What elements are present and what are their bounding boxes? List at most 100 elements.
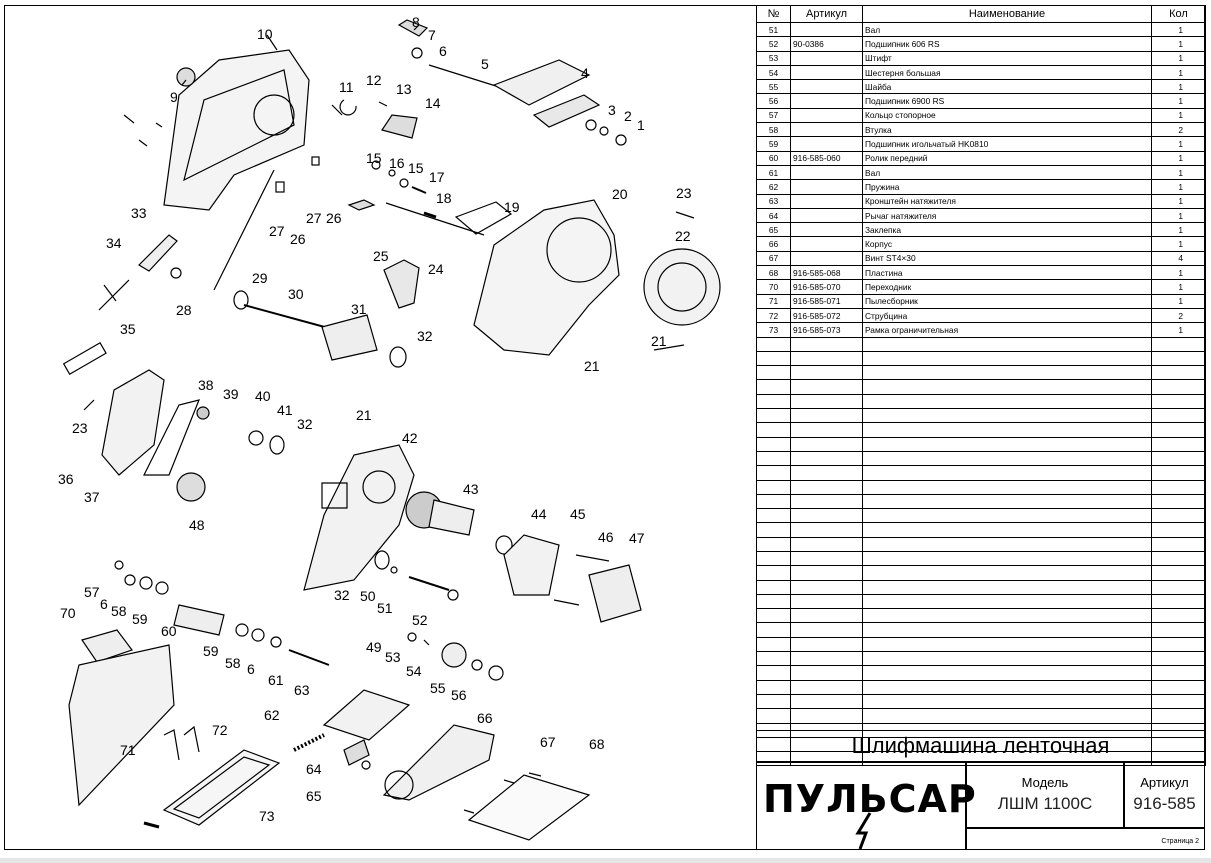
table-cell-qty: 1 <box>1151 207 1206 224</box>
table-cell-name: Ролик передний <box>862 150 1152 166</box>
callout-label: 1 <box>637 117 645 133</box>
table-cell-article <box>790 651 863 667</box>
table-row <box>756 536 1206 552</box>
table-row <box>756 693 1206 710</box>
callout-label: 24 <box>428 261 444 277</box>
table-cell-qty: 1 <box>1151 50 1206 66</box>
callout-label: 21 <box>356 407 372 423</box>
table-cell-name: Пластина <box>862 265 1152 281</box>
table-cell-name: Шайба <box>862 79 1152 95</box>
callout-label: 26 <box>290 231 306 247</box>
table-cell-article <box>790 608 863 624</box>
callout-label: 17 <box>429 169 445 185</box>
table-cell-qty <box>1151 422 1206 438</box>
table-cell-qty: 1 <box>1151 193 1206 209</box>
table-cell-name: Рычаг натяжителя <box>862 207 1152 224</box>
table-cell-article <box>790 250 863 267</box>
table-cell-article <box>790 436 863 452</box>
table-cell-qty <box>1151 365 1206 381</box>
callout-label: 6 <box>100 596 108 612</box>
table-cell-no <box>756 579 791 595</box>
table-cell-qty: 1 <box>1151 79 1206 95</box>
table-cell-article <box>790 522 863 538</box>
table-cell-qty <box>1151 608 1206 624</box>
table-cell-name: Подшипник игольчатый HK0810 <box>862 136 1152 152</box>
table-cell-name: Вал <box>862 164 1152 181</box>
table-cell-qty <box>1151 393 1206 410</box>
table-cell-name: Подшипник 606 RS <box>862 36 1152 52</box>
lightning-mark <box>855 812 872 850</box>
callout-label: 41 <box>277 402 293 418</box>
table-cell-qty: 1 <box>1151 36 1206 52</box>
table-cell-article <box>790 508 863 524</box>
callout-label: 56 <box>451 687 467 703</box>
table-cell-article <box>790 193 863 209</box>
table-cell-no <box>756 336 791 352</box>
table-cell-no: 70 <box>756 279 791 295</box>
col-header-name: Наименование <box>862 5 1152 23</box>
callout-label: 66 <box>477 710 493 726</box>
table-cell-name <box>862 708 1152 724</box>
table-cell-qty <box>1151 336 1206 352</box>
table-cell-no <box>756 436 791 452</box>
article-caption: Артикул <box>1140 775 1189 790</box>
table-cell-no <box>756 622 791 638</box>
callout-label: 40 <box>255 388 271 404</box>
table-cell-name: Винт ST4×30 <box>862 250 1152 267</box>
table-cell-name <box>862 636 1152 653</box>
table-cell-qty <box>1151 508 1206 524</box>
callout-label: 29 <box>252 270 268 286</box>
table-cell-article <box>790 622 863 638</box>
table-cell-name: Корпус <box>862 236 1152 252</box>
table-cell-name <box>862 550 1152 567</box>
table-cell-qty <box>1151 636 1206 653</box>
page-bottom-strip <box>0 858 1211 863</box>
table-cell-no: 63 <box>756 193 791 209</box>
table-cell-article <box>790 479 863 495</box>
callout-label: 49 <box>366 639 382 655</box>
table-cell-name: Пружина <box>862 179 1152 195</box>
table-cell-qty: 1 <box>1151 236 1206 252</box>
callout-label: 36 <box>58 471 74 487</box>
callout-label: 32 <box>334 587 350 603</box>
callout-label: 73 <box>259 808 275 824</box>
table-cell-qty <box>1151 579 1206 595</box>
table-cell-no: 59 <box>756 136 791 152</box>
table-cell-no: 65 <box>756 222 791 238</box>
table-cell-qty: 1 <box>1151 222 1206 238</box>
callout-label: 70 <box>60 605 76 621</box>
table-cell-no <box>756 479 791 495</box>
table-cell-name <box>862 608 1152 624</box>
table-cell-name <box>862 665 1152 681</box>
table-cell-name <box>862 651 1152 667</box>
table-cell-name <box>862 436 1152 452</box>
model-caption: Модель <box>1021 775 1069 790</box>
table-cell-no <box>756 365 791 381</box>
table-cell-article: 916-585-071 <box>790 293 863 309</box>
table-cell-no: 62 <box>756 179 791 195</box>
table-cell-qty: 1 <box>1151 293 1206 309</box>
table-cell-qty: 1 <box>1151 93 1206 109</box>
table-cell-qty <box>1151 679 1206 695</box>
callout-label: 2 <box>624 108 632 124</box>
table-cell-article <box>790 536 863 552</box>
table-cell-no <box>756 522 791 538</box>
table-cell-name <box>862 536 1152 552</box>
table-cell-no <box>756 465 791 481</box>
table-row <box>756 365 1206 381</box>
callout-label: 47 <box>629 530 645 546</box>
table-row <box>756 350 1206 367</box>
table-cell-no <box>756 422 791 438</box>
callout-label: 45 <box>570 506 586 522</box>
table-cell-qty <box>1151 665 1206 681</box>
table-cell-no: 72 <box>756 307 791 324</box>
